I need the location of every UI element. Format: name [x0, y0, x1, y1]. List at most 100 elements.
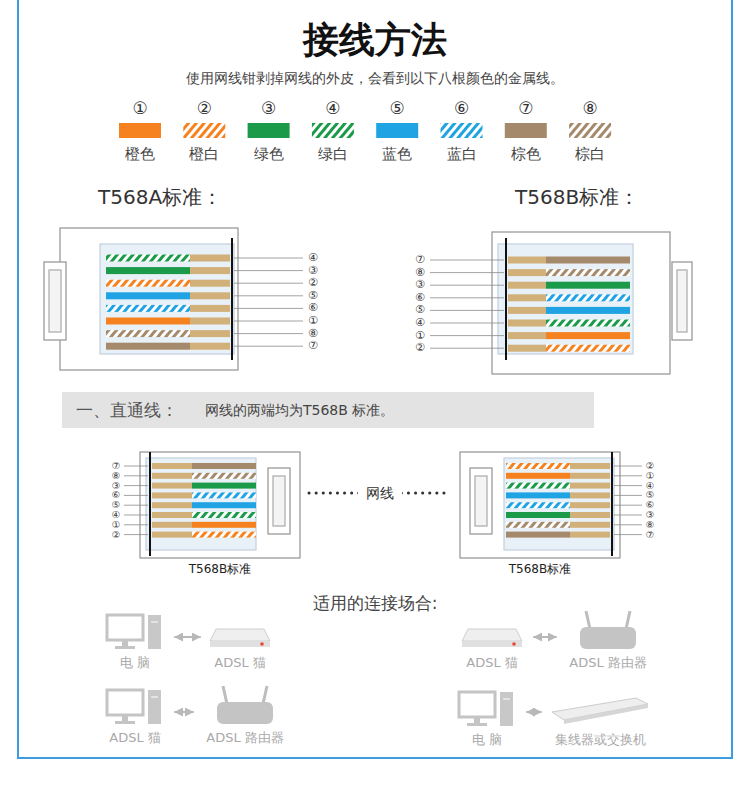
wire [106, 292, 303, 299]
callout-number: ④ [112, 509, 121, 520]
rj45-plug [460, 452, 642, 558]
page-frame [18, 0, 732, 758]
wire-stripe [192, 492, 256, 498]
modem-icon [210, 629, 270, 647]
monitor [107, 615, 143, 640]
wire-contact [508, 307, 546, 314]
monitor [107, 690, 143, 715]
standard-title: T568B标准： [515, 185, 639, 209]
wire [506, 522, 642, 528]
callout-number: ⑥ [308, 302, 318, 315]
leader-line [430, 285, 504, 286]
wire-stripe [506, 522, 570, 528]
callout-number: ① [308, 314, 318, 327]
color-swatch [248, 123, 290, 138]
leader-line [234, 308, 303, 309]
leader-line [430, 260, 504, 261]
connection-arrow [175, 711, 193, 713]
modem-front [210, 641, 270, 647]
wire-stripe [106, 280, 190, 287]
leader-line [124, 534, 148, 535]
wire-contact [190, 305, 230, 312]
switch-front [564, 704, 648, 724]
contact-bar [611, 452, 613, 556]
wire [106, 280, 303, 287]
callout-number: ③ [308, 264, 318, 277]
plug-body [60, 228, 238, 370]
antenna [586, 611, 590, 629]
antenna [626, 611, 630, 629]
callout-number: ⑦ [415, 253, 425, 266]
plug-latch-inner [273, 476, 285, 526]
wire [124, 492, 256, 498]
plug-body [460, 452, 620, 558]
callout-number: ⑦ [646, 529, 655, 540]
wire-contact [508, 345, 546, 352]
rj45-plug [124, 452, 300, 558]
wire [430, 307, 630, 314]
legend-text: 蓝白 [447, 145, 477, 163]
wire-stripe [546, 294, 630, 301]
wire-white [192, 532, 256, 538]
contact-bar [505, 238, 507, 360]
modem-light [260, 642, 264, 646]
wire [430, 257, 630, 264]
wire-contact [508, 282, 546, 289]
wire [430, 332, 630, 339]
plug-body [140, 452, 300, 558]
connection-arrow [527, 711, 541, 713]
device-node: ADSL 路由器 [197, 688, 293, 746]
wire-number: ⑧ [582, 98, 597, 118]
wire-solid [546, 257, 630, 264]
wire-white [506, 522, 570, 528]
wire-number: ④ [325, 98, 340, 118]
leader-line [614, 524, 642, 525]
leader-line [430, 272, 504, 273]
monitor [459, 692, 495, 717]
leader-line [614, 485, 642, 486]
leader-line [124, 515, 148, 516]
wire-contact [508, 320, 546, 327]
wire-stripe [546, 345, 630, 352]
leader-line [614, 495, 642, 496]
wire [430, 320, 630, 327]
wire-solid [506, 532, 570, 538]
plug-window [100, 244, 234, 354]
wire-stripe [506, 502, 570, 508]
tower-slot [151, 697, 158, 698]
legend-text: 橙色 [125, 145, 155, 163]
page-title: 接线方法 [303, 18, 447, 61]
leader-line [614, 505, 642, 506]
wire-stripe [106, 330, 190, 337]
wire [506, 463, 642, 469]
wire [124, 483, 256, 489]
wire-contact [570, 522, 610, 528]
leader-line [234, 295, 303, 296]
plug-window [498, 244, 633, 354]
callout-number: ⑤ [646, 490, 655, 501]
wire [124, 502, 256, 508]
callout-number: ⑧ [308, 327, 318, 340]
callout-number: ⑧ [112, 470, 121, 481]
wire-solid [192, 502, 256, 508]
legend-text: 绿色 [254, 145, 284, 163]
callout-number: ② [646, 460, 655, 471]
leader-line [234, 321, 303, 322]
wire-stripe [106, 255, 190, 262]
monitor-base [115, 646, 135, 649]
tower-slot [151, 622, 158, 623]
swatch-ground [441, 123, 483, 138]
plug-window [504, 458, 614, 550]
section-band [62, 392, 594, 428]
wire-contact [190, 267, 230, 274]
wire [106, 255, 303, 262]
tower [148, 690, 161, 724]
wire-contact [152, 463, 192, 469]
section-heading: 一、直通线： [76, 400, 178, 420]
leader-line [124, 524, 148, 525]
tower [500, 692, 513, 726]
node-text: ADSL 路由器 [206, 730, 284, 746]
node-text: ADSL 猫 [466, 655, 518, 671]
